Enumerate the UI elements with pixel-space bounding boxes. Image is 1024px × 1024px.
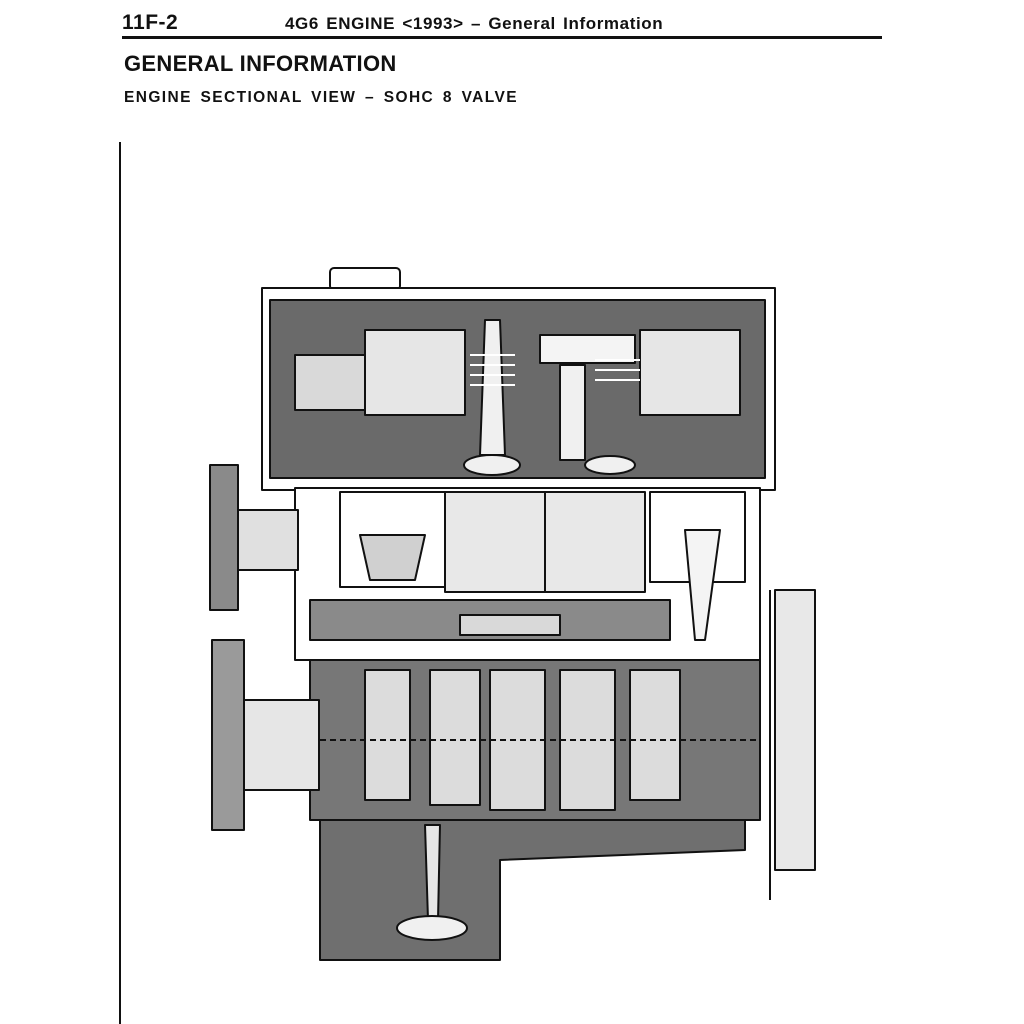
- page-subtitle: ENGINE SECTIONAL VIEW – SOHC 8 VALVE: [124, 89, 518, 106]
- crankshaft-pulley-upper: [209, 464, 239, 611]
- spark-plug: [559, 364, 586, 461]
- oil-pan: [319, 819, 746, 961]
- flywheel: [774, 589, 816, 871]
- oil-filler-cap: [329, 267, 401, 291]
- crankshaft-pulley-lower: [211, 639, 245, 831]
- margin-rule: [119, 142, 121, 1024]
- section-title: 4G6 ENGINE <1993> – General Information: [285, 14, 664, 33]
- connecting-rod: [684, 529, 721, 641]
- engine-sectional-view-figure: [200, 260, 840, 980]
- oil-strainer: [396, 915, 468, 941]
- page-number: 11F-2: [122, 11, 179, 34]
- engine-sectional-view-illustration: [209, 267, 816, 961]
- intake-valve: [479, 319, 506, 456]
- page-title: GENERAL INFORMATION: [124, 51, 397, 76]
- page-header: 11F-2 4G6 ENGINE <1993> – General Inform…: [122, 10, 882, 39]
